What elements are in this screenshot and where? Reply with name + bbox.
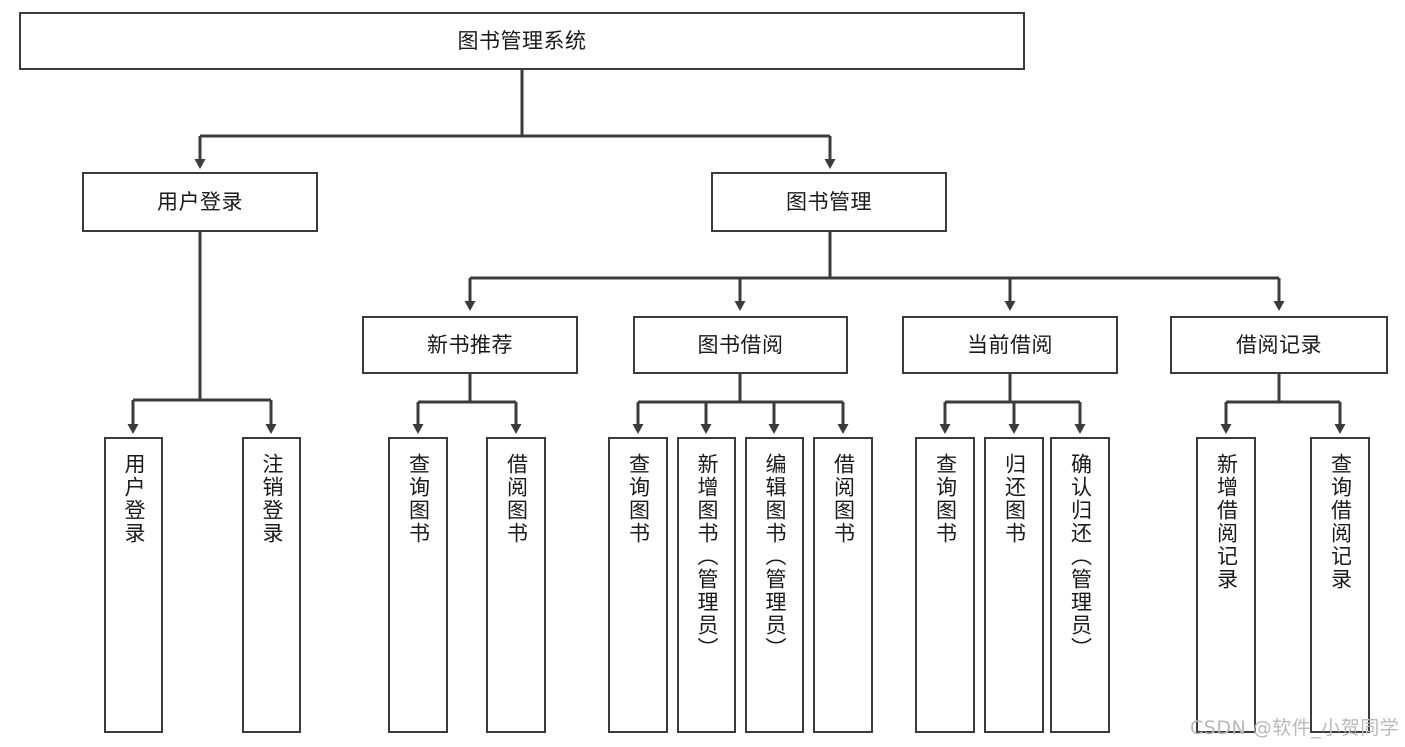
leaf-logout-login[interactable]: 注销登录	[242, 437, 301, 733]
node-borrow-record[interactable]: 借阅记录	[1170, 316, 1388, 374]
leaf-logout-login-label: 注销登录	[260, 453, 284, 545]
leaf-add-book-label: 新增图书（管理员）	[695, 453, 719, 660]
leaf-query-record-label: 查询借阅记录	[1328, 453, 1353, 591]
leaf-return-book-label: 归还图书	[1002, 453, 1027, 545]
leaf-confirm-return[interactable]: 确认归还（管理员）	[1050, 437, 1110, 733]
leaf-borrow-book-2-label: 借阅图书	[831, 453, 856, 545]
leaf-edit-book[interactable]: 编辑图书（管理员）	[745, 437, 804, 733]
node-borrow-record-label: 借阅记录	[1236, 332, 1322, 357]
node-book-borrow-label: 图书借阅	[697, 332, 784, 357]
leaf-borrow-book-1-label: 借阅图书	[504, 453, 529, 545]
node-book-borrow[interactable]: 图书借阅	[633, 316, 848, 374]
leaf-query-book-2-label: 查询图书	[626, 453, 651, 545]
leaf-query-book-1[interactable]: 查询图书	[388, 437, 448, 733]
node-root-label: 图书管理系统	[457, 28, 587, 53]
node-user-login-label: 用户登录	[157, 189, 243, 214]
leaf-query-record[interactable]: 查询借阅记录	[1310, 437, 1370, 733]
leaf-return-book[interactable]: 归还图书	[984, 437, 1044, 733]
leaf-user-login[interactable]: 用户登录	[104, 437, 163, 733]
leaf-confirm-return-label: 确认归还（管理员）	[1068, 453, 1093, 660]
node-new-book-recommend[interactable]: 新书推荐	[362, 316, 578, 374]
leaf-add-record-label: 新增借阅记录	[1214, 453, 1239, 591]
leaf-query-book-1-label: 查询图书	[406, 453, 431, 545]
leaf-borrow-book-2[interactable]: 借阅图书	[813, 437, 873, 733]
node-current-borrow-label: 当前借阅	[967, 332, 1053, 357]
watermark-text: CSDN @软件_小贺同学	[1190, 717, 1400, 739]
leaf-user-login-label: 用户登录	[122, 453, 146, 545]
node-new-book-recommend-label: 新书推荐	[427, 332, 513, 357]
leaf-add-book[interactable]: 新增图书（管理员）	[677, 437, 736, 733]
node-root[interactable]: 图书管理系统	[19, 12, 1025, 70]
node-book-manage-label: 图书管理	[786, 189, 872, 214]
node-current-borrow[interactable]: 当前借阅	[902, 316, 1118, 374]
leaf-query-book-3-label: 查询图书	[933, 453, 958, 545]
leaf-edit-book-label: 编辑图书（管理员）	[763, 453, 787, 660]
node-user-login[interactable]: 用户登录	[82, 172, 318, 232]
leaf-query-book-3[interactable]: 查询图书	[915, 437, 975, 733]
leaf-borrow-book-1[interactable]: 借阅图书	[486, 437, 546, 733]
leaf-query-book-2[interactable]: 查询图书	[608, 437, 668, 733]
node-book-manage[interactable]: 图书管理	[711, 172, 947, 232]
leaf-add-record[interactable]: 新增借阅记录	[1196, 437, 1256, 733]
